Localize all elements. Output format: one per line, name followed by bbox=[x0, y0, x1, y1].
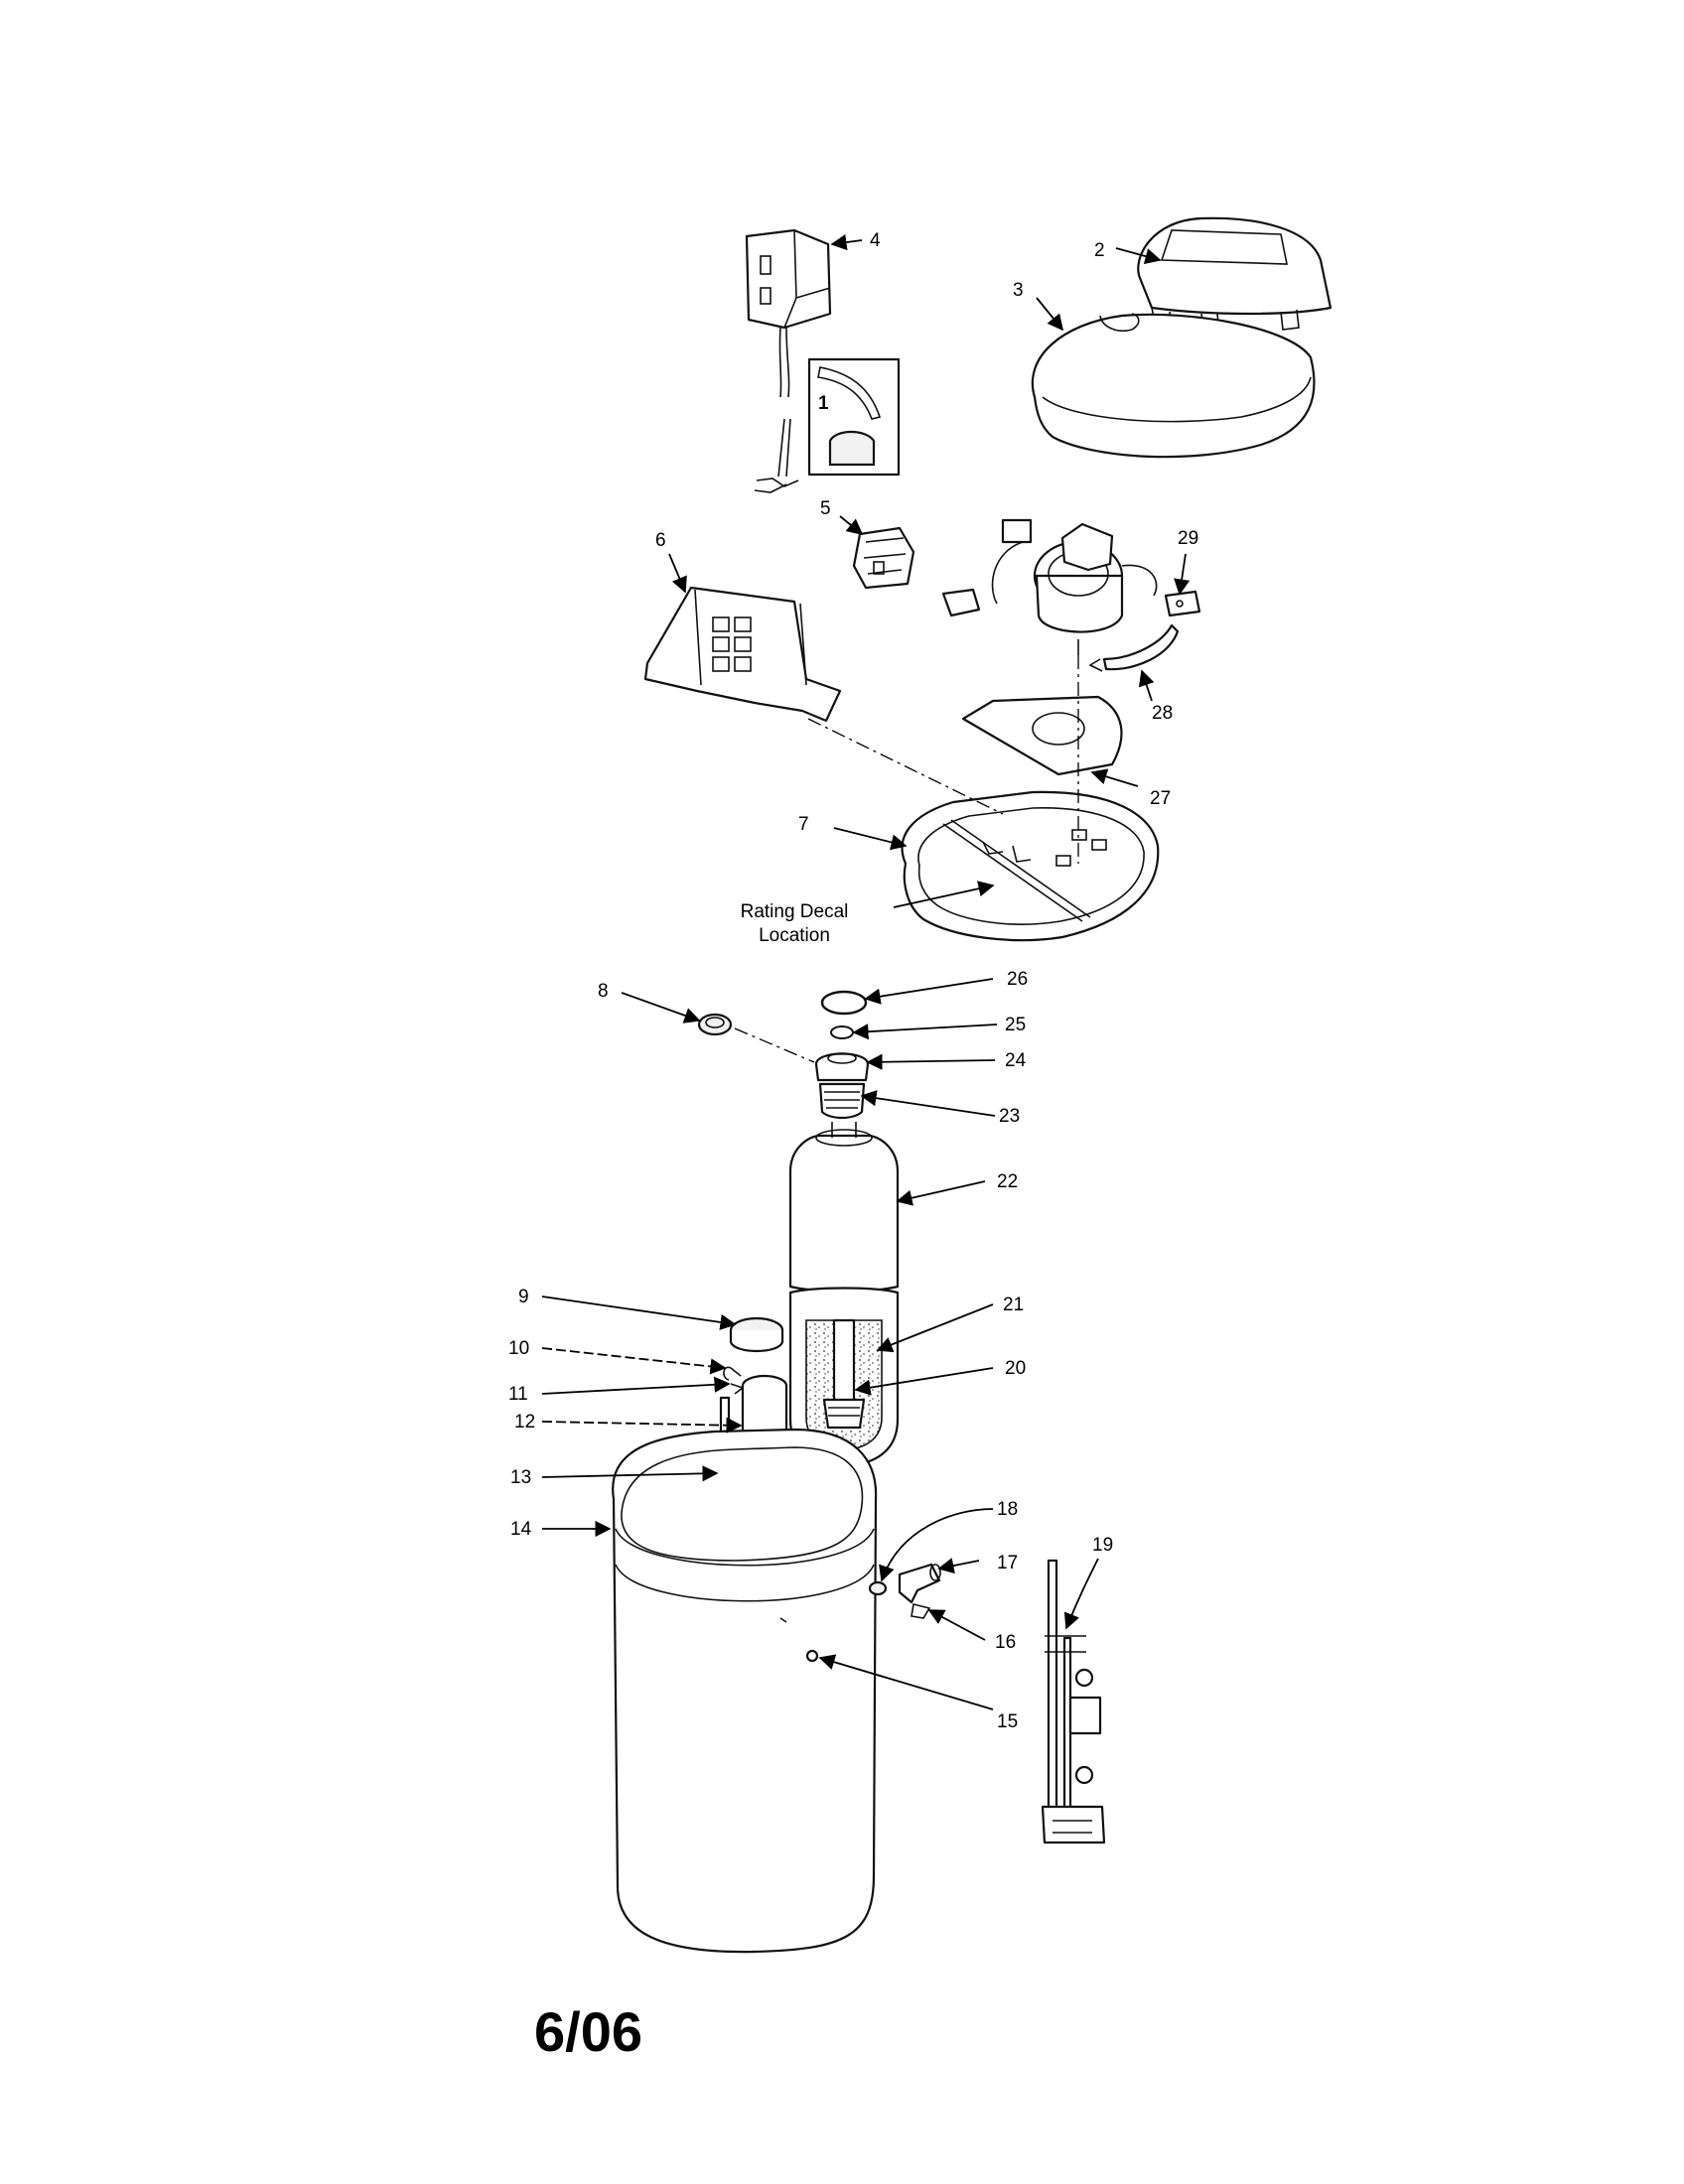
grommet-part-15 bbox=[805, 1649, 819, 1663]
distributor-cap-part bbox=[814, 1052, 870, 1120]
callout-12: 12 bbox=[514, 1412, 535, 1433]
decal-label-line1: Rating Decal bbox=[741, 901, 849, 922]
elbow-part-17 bbox=[898, 1563, 941, 1604]
callout-5: 5 bbox=[820, 498, 831, 519]
callout-10: 10 bbox=[508, 1338, 529, 1359]
base-tray-part bbox=[901, 790, 1160, 942]
callout-28: 28 bbox=[1152, 703, 1173, 724]
leader-lines bbox=[541, 234, 1191, 1710]
callout-18: 18 bbox=[997, 1499, 1018, 1520]
callout-2: 2 bbox=[1094, 240, 1105, 261]
callout-1: 1 bbox=[818, 393, 829, 414]
callout-16: 16 bbox=[995, 1632, 1016, 1653]
decal-label-line2: Location bbox=[759, 925, 830, 946]
callout-labels: 1 2 3 4 5 6 7 8 9 10 11 12 13 14 15 16 1… bbox=[508, 230, 1198, 1732]
oring-part-25 bbox=[830, 1025, 854, 1039]
callout-26: 26 bbox=[1007, 969, 1028, 990]
date-code: 6/06 bbox=[534, 2000, 642, 2063]
clip-part-10 bbox=[723, 1366, 742, 1381]
callout-11: 11 bbox=[508, 1384, 528, 1405]
callout-22: 22 bbox=[997, 1171, 1018, 1192]
callout-21: 21 bbox=[1003, 1295, 1024, 1315]
callout-8: 8 bbox=[598, 981, 609, 1002]
brine-well-cap-part bbox=[729, 1316, 784, 1352]
grommet-part-18 bbox=[868, 1580, 888, 1596]
circuit-board-part bbox=[852, 526, 915, 590]
top-cover-part bbox=[1031, 313, 1316, 459]
decal-kit-part bbox=[807, 357, 901, 477]
callout-15: 15 bbox=[997, 1711, 1018, 1732]
resin-tank-upper-part bbox=[788, 1122, 900, 1293]
callout-4: 4 bbox=[870, 230, 881, 251]
callout-14: 14 bbox=[510, 1519, 532, 1540]
callout-24: 24 bbox=[1005, 1050, 1027, 1071]
callout-13: 13 bbox=[510, 1467, 531, 1488]
motor-assembly-part bbox=[941, 518, 1158, 655]
clip-part-11 bbox=[730, 1383, 745, 1395]
callout-27: 27 bbox=[1150, 788, 1171, 809]
callout-7: 7 bbox=[798, 814, 809, 835]
callout-20: 20 bbox=[1005, 1358, 1026, 1379]
callout-23: 23 bbox=[999, 1106, 1020, 1127]
gasket-plate-part bbox=[961, 695, 1123, 776]
callout-6: 6 bbox=[655, 530, 666, 551]
faceplate-part bbox=[643, 586, 842, 723]
oring-part-26 bbox=[820, 990, 868, 1016]
salt-tank-part bbox=[612, 1428, 878, 1954]
callout-19: 19 bbox=[1092, 1535, 1113, 1556]
brine-valve-part bbox=[1041, 1559, 1106, 1844]
callout-3: 3 bbox=[1013, 280, 1024, 301]
clip-part-16 bbox=[911, 1603, 931, 1619]
screen-part-8 bbox=[697, 1013, 733, 1036]
callout-9: 9 bbox=[518, 1287, 529, 1307]
callout-17: 17 bbox=[997, 1553, 1018, 1573]
assembly-lines bbox=[734, 655, 1079, 1063]
transformer-part bbox=[745, 228, 832, 493]
clip-part-29 bbox=[1164, 590, 1201, 617]
callout-29: 29 bbox=[1178, 528, 1198, 549]
resin-tank-lower-part bbox=[788, 1287, 900, 1467]
callout-25: 25 bbox=[1005, 1015, 1026, 1035]
bracket-part-28 bbox=[1088, 623, 1180, 672]
